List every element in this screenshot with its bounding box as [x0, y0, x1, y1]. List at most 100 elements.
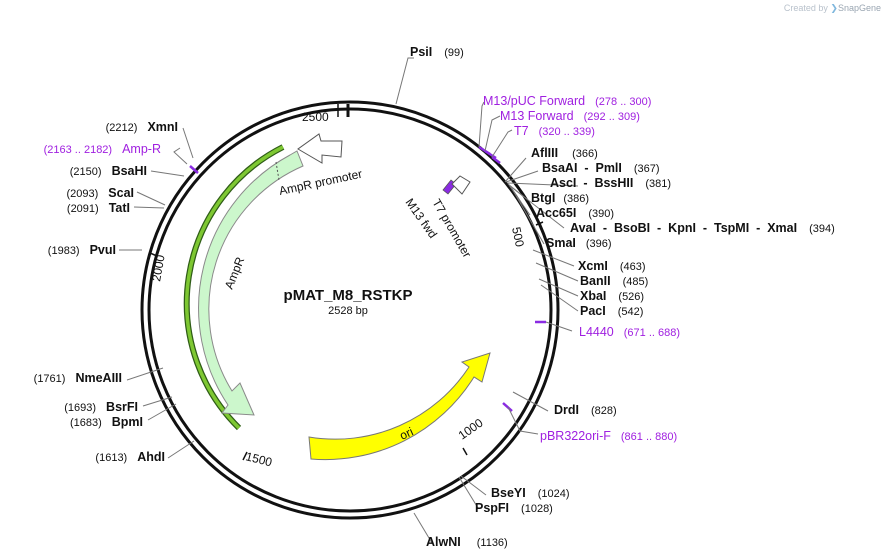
site-name: ScaI: [108, 186, 134, 200]
site-name: AscI - BssHII: [550, 176, 633, 190]
site-pos: (386): [563, 193, 589, 205]
primer-range: (671 .. 688): [624, 327, 680, 339]
site-pos: (99): [444, 47, 464, 59]
site-name: TatI: [109, 201, 130, 215]
site-xcmi: XcmI (463): [578, 259, 646, 273]
site-name: PacI: [580, 304, 606, 318]
site-name: AflIII: [531, 146, 558, 160]
site-name: SmaI: [546, 236, 576, 250]
site-name: BtgI: [531, 191, 555, 205]
primer-site-ampr: [189, 165, 199, 174]
site-asci-bsshii: AscI - BssHII(381): [550, 176, 671, 190]
site-bseyi: BseYI(1024): [491, 486, 570, 500]
leader-bsahi: [150, 170, 185, 177]
backbone-outer-ring: [140, 100, 560, 520]
ampr-label-text: AmpR: [222, 255, 248, 291]
site-xmni: (2212) XmnI: [106, 120, 178, 134]
site-pos: (390): [588, 208, 614, 220]
site-pos: (1028): [521, 503, 553, 515]
tick-1500: [242, 451, 248, 461]
backbone-inner-ring: [147, 107, 553, 513]
site-xbai: XbaI (526): [580, 289, 644, 303]
ampr-feature-arrow: [198, 150, 304, 416]
primer-name: M13 Forward: [500, 109, 574, 123]
tick-500: [535, 221, 544, 226]
primer-range: (278 .. 300): [595, 96, 651, 108]
site-pos: (367): [634, 163, 660, 175]
leader-nmeaiii: [126, 367, 164, 381]
site-name: XmnI: [147, 120, 178, 134]
site-pos: (542): [618, 306, 644, 318]
primer-name: M13/pUC Forward: [483, 94, 585, 108]
leader-ahdi: [167, 440, 195, 459]
site-name: PvuI: [90, 243, 116, 257]
site-psii: PsiI(99): [410, 45, 464, 59]
site-btgi: BtgI (386): [531, 191, 589, 205]
site-name: AhdI: [137, 450, 165, 464]
ampr-promoter-arrow: [297, 133, 343, 164]
leader-tati: [133, 206, 165, 209]
tick-2000: [149, 252, 158, 257]
site-pos: (463): [620, 261, 646, 273]
leader-aflIII-cluster-2: [505, 170, 539, 183]
site-name: BpmI: [112, 415, 143, 429]
site-name: BsaHI: [112, 164, 147, 178]
primer-name: L4440: [579, 325, 614, 339]
leader-bseyi: [460, 475, 487, 496]
leader-aflIII-cluster-3: [506, 182, 579, 187]
site-alwni: AlwNI(1136): [426, 535, 508, 549]
primer-amp-r: (2163 .. 2182)Amp-R: [44, 142, 161, 156]
leader-aflIII-cluster-1: [504, 157, 527, 183]
primer-site-marks: [189, 145, 546, 412]
primer-name: T7: [514, 124, 529, 138]
site-afliii: AflIII (366): [531, 146, 598, 160]
site-name: NmeAIII: [75, 371, 122, 385]
ori-feature-arrow: [308, 352, 491, 461]
plasmid-length: 2528 bp: [328, 305, 368, 317]
leader-psii: [395, 57, 414, 105]
leader-alwni: [413, 512, 433, 544]
ori-label: ori: [398, 425, 416, 443]
site-name: Acc65I: [536, 206, 576, 220]
site-paci: PacI (542): [580, 304, 643, 318]
primer-site-pbr322ori: [502, 402, 513, 412]
site-pos: (1983): [48, 245, 80, 257]
site-pos: (2212): [106, 122, 138, 134]
site-pos: (2150): [70, 166, 102, 178]
tick-label-2500: 2500: [302, 110, 329, 124]
primer-range: (861 .. 880): [621, 431, 677, 443]
credit-brand: SnapGene: [837, 3, 881, 13]
site-name: AvaI - BsoBI - KpnI - TspMI - XmaI: [570, 221, 797, 235]
leader-aflIII-cluster-7: [510, 186, 545, 245]
site-leader-lines: [119, 57, 579, 544]
site-bsahi: (2150) BsaHI: [70, 164, 147, 178]
leader-xmni: [182, 127, 194, 159]
plasmid-name: pMAT_M8_RSTKP: [284, 287, 413, 304]
primer-name: pBR322ori-F: [540, 429, 611, 443]
site-pos: (485): [623, 276, 649, 288]
snapgene-logo-icon: ❯: [830, 3, 838, 13]
primer-range: (2163 .. 2182): [44, 144, 113, 156]
leader-aflIII-cluster-6: [509, 185, 565, 229]
primer-m13-forward: M13 Forward(292 .. 309): [500, 109, 640, 123]
site-pos: (396): [586, 238, 612, 250]
ampr-track-highlight: [185, 145, 284, 430]
primer-m13puc-forward: M13/pUC Forward (278 .. 300): [483, 94, 651, 108]
site-name: AlwNI: [426, 535, 461, 549]
site-pos: (1683): [70, 417, 102, 429]
site-pos: (366): [572, 148, 598, 160]
site-name: XbaI: [580, 289, 606, 303]
primer-range: (320 .. 339): [539, 126, 595, 138]
site-pos: (526): [618, 291, 644, 303]
tick-label-500: 500: [509, 226, 527, 249]
leader-paci: [540, 284, 579, 312]
ampr-label: AmpR: [222, 255, 248, 291]
site-name: XcmI: [578, 259, 608, 273]
site-scai: (2093)ScaI: [66, 186, 134, 200]
site-pos: (1613): [95, 452, 127, 464]
leader-pbr322ori: [507, 406, 539, 435]
t7-promoter-feature: [451, 175, 471, 195]
primer-t7: T7 (320 .. 339): [514, 124, 595, 138]
site-name: DrdI: [554, 403, 579, 417]
